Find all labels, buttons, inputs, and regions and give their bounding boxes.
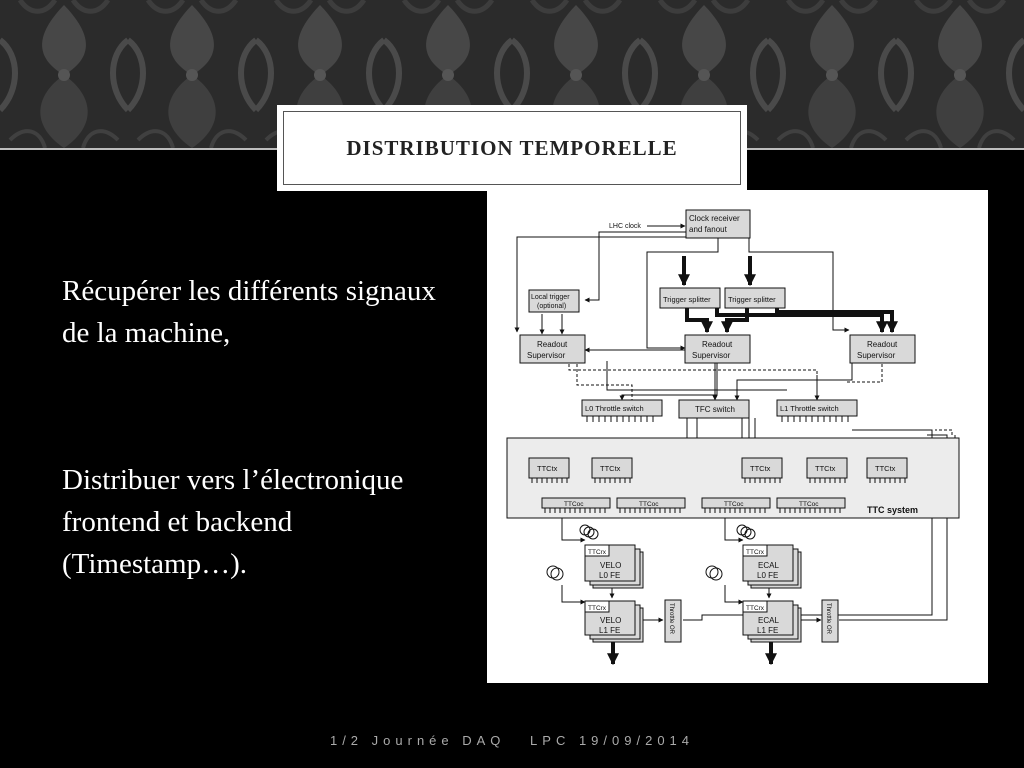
l0-throttle-switch: L0 Throttle switch [585,404,644,413]
velo-l1-ttcrx: TTCrx [588,605,607,612]
local-trigger-line1: Local trigger [531,294,570,301]
ttctx-2: TTCtx [600,464,621,473]
ttctx-4: TTCtx [815,464,836,473]
ecal-l1-ttcrx: TTCrx [746,605,765,612]
rs-left-line2: Supervisor [527,351,566,360]
ttcoc-4: TTCoc [799,501,819,508]
velo-l0-ttcrx: TTCrx [588,549,607,556]
l1-throttle-switch: L1 Throttle switch [780,404,839,413]
footer: 1/2 Journée DAQ LPC 19/09/2014 [0,733,1024,748]
ecal-l0-ttcrx: TTCrx [746,549,765,556]
ttcoc-group: TTCoc TTCoc TTCoc TTCoc [541,497,846,509]
l0-input-label: L0 [679,275,685,282]
velo-l0-line2: L0 FE [599,571,620,580]
velo-l1-line2: L1 FE [599,626,620,635]
velo-l0-line1: VELO [600,561,621,570]
footer-date: LPC 19/09/2014 [530,733,695,748]
local-trigger-line2: (optional) [537,303,566,310]
title-box: Distribution temporelle [277,105,747,191]
ttctx-1: TTCtx [537,464,558,473]
rs-right-line2: Supervisor [857,351,896,360]
ecal-l0-line2: L0 FE [757,571,778,580]
lhc-clock-label: LHC clock [609,223,641,230]
trigger-splitter-2: Trigger splitter [728,295,776,304]
ttc-diagram: TTC system LHC clock Clock receiver and … [487,190,988,683]
rs-center-line1: Readout [702,340,733,349]
ecal-l0-line1: ECAL [758,561,779,570]
ttcoc-3: TTCoc [724,501,744,508]
diagram-svg: TTC system LHC clock Clock receiver and … [506,209,960,666]
throttle-or-2: Throttle OR [825,603,831,635]
ttctx-5: TTCtx [875,464,896,473]
ttcoc-2: TTCoc [639,501,659,508]
clock-receiver-line1: Clock receiver [689,214,740,223]
tfc-switch: TFC switch [695,405,735,414]
ecal-l1-line1: ECAL [758,616,779,625]
ttctx-group: TTCtx TTCtx TTCtx TTCtx TTCtx [528,457,908,479]
ttc-system-label: TTC system [867,505,918,515]
velo-l1-line1: VELO [600,616,621,625]
trigger-splitter-1: Trigger splitter [663,295,711,304]
header-banner [0,0,1024,150]
paragraph-1: Récupérer les différents signaux de la m… [62,275,436,349]
rs-center-line2: Supervisor [692,351,731,360]
ecal-l1-line2: L1 FE [757,626,778,635]
rs-left-line1: Readout [537,340,568,349]
title-frame: Distribution temporelle [283,111,741,185]
clock-receiver-line2: and fanout [689,225,728,234]
throttle-or-1: Throttle OR [668,603,674,635]
slide-title: Distribution temporelle [346,135,678,160]
l1-input-label: L1 [745,275,751,282]
footer-event: 1/2 Journée DAQ [329,733,506,748]
rs-right-line1: Readout [867,340,898,349]
ttcoc-1: TTCoc [564,501,584,508]
paragraph-2: Distribuer vers l’électronique frontend … [62,464,404,580]
ttctx-3: TTCtx [750,464,771,473]
